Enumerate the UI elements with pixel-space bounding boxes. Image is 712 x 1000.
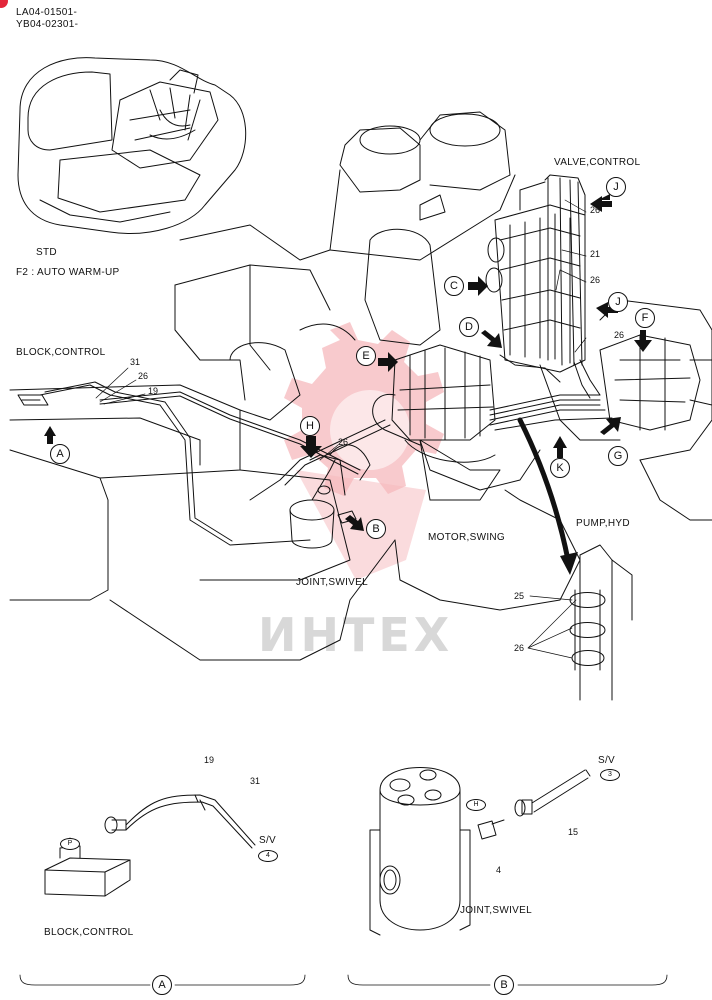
- joint-swivel-label-bottom: JOINT,SWIVEL: [460, 905, 532, 916]
- control-valve-block: [485, 174, 586, 373]
- section-title-a: A: [152, 975, 172, 995]
- pilot-hose-a: [99, 391, 361, 475]
- block-control-label-bottom: BLOCK,CONTROL: [44, 927, 134, 938]
- part-number: 31: [130, 357, 141, 367]
- serial-range-1: LA04-01501-: [16, 7, 78, 18]
- machine-inset-view: [17, 57, 247, 234]
- corner-marker: [0, 0, 8, 8]
- port-callout-p: P: [60, 838, 80, 850]
- part-number: 19: [148, 386, 159, 396]
- solenoid-valve-label-b: S/V: [598, 755, 616, 766]
- part-number: 15: [568, 827, 579, 837]
- view-callout-b: B: [366, 519, 386, 539]
- part-number: 4: [496, 865, 502, 875]
- solenoid-valve-label-a: S/V: [259, 835, 277, 846]
- swivel-joint-top: [289, 444, 371, 549]
- part-number: 26: [590, 205, 601, 215]
- detail-b-view: [369, 767, 591, 936]
- block-control-label-top: BLOCK,CONTROL: [16, 347, 106, 358]
- watermark-text: ИНТЕХ: [258, 608, 454, 662]
- part-number: 26: [614, 330, 625, 340]
- solenoid-port-callout-4: 4: [258, 850, 278, 862]
- view-callout-h: H: [300, 416, 320, 436]
- view-callout-j-mid: J: [608, 292, 628, 312]
- part-number: 26: [514, 643, 525, 653]
- part-number: 25: [514, 591, 525, 601]
- hose-bundle: [419, 354, 621, 491]
- view-callout-a: A: [50, 444, 70, 464]
- section-title-b: B: [494, 975, 514, 995]
- part-number: 26: [338, 437, 349, 447]
- view-callout-g: G: [608, 446, 628, 466]
- clamp-detail-view: [569, 544, 633, 701]
- view-callout-d: D: [459, 317, 479, 337]
- serial-range-2: YB04-02301-: [16, 19, 79, 30]
- part-number: 19: [204, 755, 215, 765]
- view-callout-f: F: [635, 308, 655, 328]
- swing-motor-assembly: [249, 344, 501, 501]
- view-callout-c: C: [444, 276, 464, 296]
- part-number: 26: [590, 275, 601, 285]
- solenoid-port-callout-3: 3: [600, 769, 620, 781]
- view-arrows: [44, 194, 652, 531]
- part-number: 21: [590, 249, 601, 259]
- port-callout-h: H: [466, 799, 486, 811]
- view-callout-j-top: J: [606, 177, 626, 197]
- pump-hyd-label: PUMP,HYD: [576, 518, 630, 529]
- view-callout-k: K: [550, 458, 570, 478]
- part-number: 26: [138, 371, 149, 381]
- detail-pointer-arrow: [517, 417, 571, 563]
- auto-warmup-label: F2 : AUTO WARM-UP: [16, 267, 120, 278]
- view-callout-e: E: [356, 346, 376, 366]
- std-label: STD: [36, 247, 57, 258]
- hydraulic-pump: [599, 334, 712, 431]
- joint-swivel-label-top: JOINT,SWIVEL: [296, 577, 368, 588]
- leader-lines: [95, 199, 587, 659]
- motor-swing-label: MOTOR,SWING: [428, 532, 506, 543]
- part-number: 31: [250, 776, 261, 786]
- left-frame: [9, 381, 351, 601]
- section-brackets: [19, 974, 668, 986]
- valve-control-label: VALVE,CONTROL: [554, 157, 641, 168]
